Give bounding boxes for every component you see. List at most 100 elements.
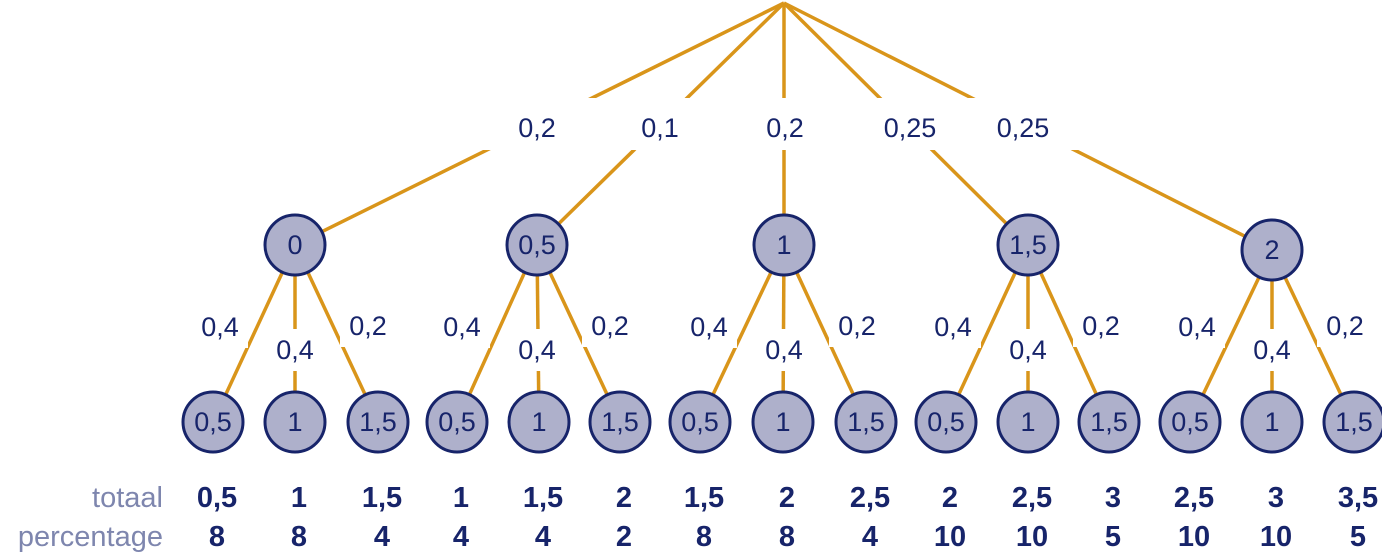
leaf-node-6-value: 0,5 [681,407,719,437]
child-prob-label-3-1: 0,4 [1009,335,1047,365]
child-prob-label-2-2: 0,2 [838,311,876,341]
row-label-percentage: percentage [18,521,163,553]
leaf-node-0-value: 0,5 [194,407,232,437]
percentage-value-7: 8 [779,521,795,553]
leaf-node-11-circle [1077,390,1141,454]
leaf-node-4-circle [507,390,571,454]
leaf-node-12-circle [1158,390,1222,454]
level1-node-2-circle [752,213,816,277]
level1-node-4: 2 [1240,218,1304,282]
leaf-node-9: 0,5 [914,390,978,454]
totaal-value-1: 1 [291,482,307,514]
totaal-value-8: 2,5 [850,482,890,514]
leaf-node-14: 1,5 [1322,390,1382,454]
child-prob-label-0-2-bg [340,305,396,347]
totaal-value-0: 0,5 [197,482,237,514]
level1-node-1-circle [505,213,569,277]
child-prob-label-3-2-bg [1073,305,1129,347]
child-prob-label-1-0: 0,4 [443,312,481,342]
child-edge-2-2 [795,271,855,396]
leaf-node-7-circle [751,390,815,454]
leaf-node-4-value: 1 [531,407,546,437]
child-prob-label-1-0-bg [434,306,490,348]
level1-node-0-circle [263,213,327,277]
percentage-value-4: 4 [535,521,551,553]
child-edge-3-0 [957,271,1017,396]
percentage-value-12: 10 [1178,521,1210,553]
totaal-value-12: 2,5 [1174,482,1214,514]
child-prob-label-2-0: 0,4 [690,312,728,342]
level1-node-0: 0 [263,213,327,277]
child-prob-label-0-0: 0,4 [201,312,239,342]
totaal-value-9: 2 [942,482,958,514]
nodes-layer: 0 0,5 1 1,5 2 0,5 1 1,5 0,5 1 1,5 0,5 1 1,5 0,5 1 1,5 0,5… [181,213,1382,454]
percentage-value-9: 10 [934,521,966,553]
leaf-node-11: 1,5 [1077,390,1141,454]
child-prob-label-1-2-bg [582,305,638,347]
leaf-node-1-value: 1 [287,407,302,437]
totaal-value-3: 1 [453,482,469,514]
leaf-node-13-circle [1240,390,1304,454]
root-prob-label-4: 0,25 [997,113,1050,143]
percentage-value-0: 8 [209,521,225,553]
leaf-node-11-value: 1,5 [1090,407,1128,437]
child-prob-label-4-0-bg [1169,306,1225,348]
child-prob-label-2-0-bg [681,306,737,348]
root-prob-label-3: 0,25 [884,113,937,143]
leaf-node-0: 0,5 [181,390,245,454]
leaf-node-2: 1,5 [346,390,410,454]
child-edge-0-0 [224,271,284,396]
percentage-value-14: 5 [1350,521,1366,553]
root-prob-label-0: 0,2 [518,113,556,143]
level1-node-1: 0,5 [505,213,569,277]
level1-node-2-value: 1 [776,230,791,260]
percentage-value-3: 4 [453,521,469,553]
leaf-node-6: 0,5 [668,390,732,454]
percentage-value-11: 5 [1105,521,1121,553]
child-prob-label-4-1-bg [1244,329,1300,371]
leaf-node-7: 1 [751,390,815,454]
root-prob-band [432,98,1082,150]
level1-node-4-value: 2 [1264,235,1279,265]
leaf-node-4: 1 [507,390,571,454]
leaf-node-12-value: 0,5 [1171,407,1209,437]
child-prob-label-3-0-bg [925,306,981,348]
leaf-node-10-value: 1 [1020,407,1035,437]
root-prob-label-2: 0,2 [766,113,804,143]
totaal-value-4: 1,5 [523,482,563,514]
child-prob-label-4-2: 0,2 [1326,311,1364,341]
leaf-node-3-value: 0,5 [438,407,476,437]
child-edge-1-2 [548,271,609,396]
leaf-node-5-value: 1,5 [601,407,639,437]
percentage-value-1: 8 [291,521,307,553]
level1-node-3-value: 1,5 [1009,230,1047,260]
leaf-node-9-value: 0,5 [927,407,965,437]
child-prob-label-4-2-bg [1317,305,1373,347]
child-prob-label-1-1: 0,4 [518,335,556,365]
percentage-value-5: 2 [616,521,632,553]
totaal-value-7: 2 [779,482,795,514]
leaf-node-5-circle [588,390,652,454]
child-prob-label-1-2: 0,2 [591,311,629,341]
root-prob-label-1: 0,1 [641,113,679,143]
child-prob-label-3-2: 0,2 [1082,311,1120,341]
percentage-value-8: 4 [862,521,878,553]
child-prob-label-4-0: 0,4 [1178,312,1216,342]
leaf-node-8: 1,5 [834,390,898,454]
leaf-node-13: 1 [1240,390,1304,454]
leaf-node-6-circle [668,390,732,454]
leaf-node-9-circle [914,390,978,454]
child-prob-label-2-1-bg [756,329,812,371]
leaf-node-2-circle [346,390,410,454]
child-prob-label-0-2: 0,2 [349,311,387,341]
leaf-node-12: 0,5 [1158,390,1222,454]
child-edge-3-2 [1038,271,1099,396]
leaf-node-13-value: 1 [1264,407,1279,437]
totaal-value-6: 1,5 [684,482,724,514]
totaal-value-11: 3 [1105,482,1121,514]
child-prob-label-0-1-bg [267,329,323,371]
row-label-totaal: totaal [92,482,163,514]
percentage-value-6: 8 [696,521,712,553]
